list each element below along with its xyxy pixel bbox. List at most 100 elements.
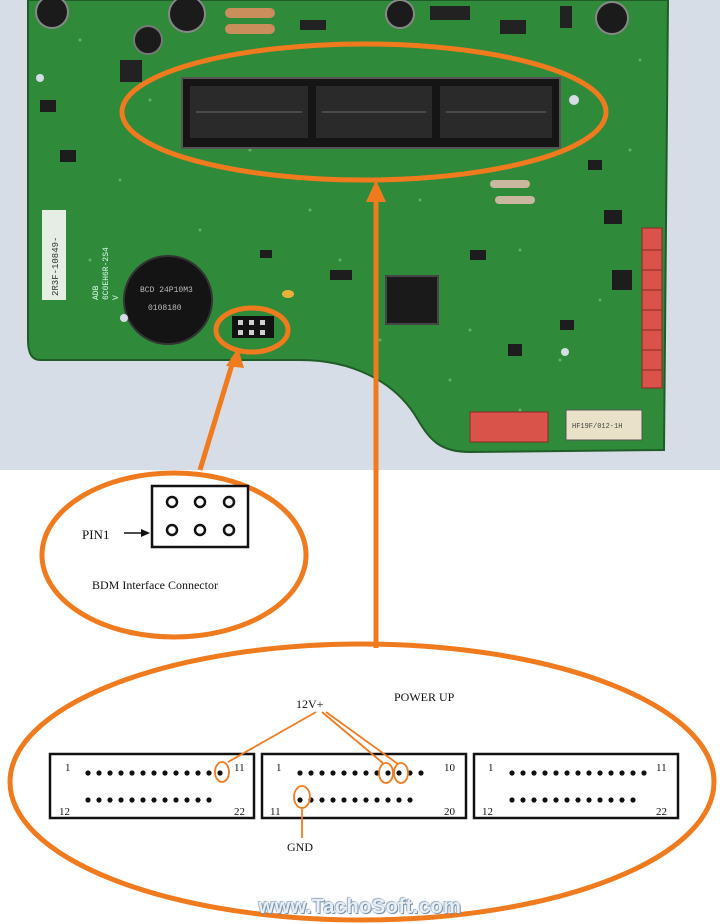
pin-dot (542, 797, 548, 803)
pin1-label: PIN1 (82, 527, 110, 542)
highlight-ellipse-bdm (213, 305, 291, 355)
pin-dot (385, 770, 391, 776)
bdm-header-photo (232, 316, 274, 338)
pin-dot (297, 770, 303, 776)
pin-dot (564, 797, 570, 803)
pin-dot (542, 770, 548, 776)
pin-dot (396, 770, 402, 776)
pin-dot (641, 770, 647, 776)
left-pin-12: 12 (59, 806, 70, 818)
gnd-label: GND (287, 840, 313, 854)
arrow-line-bdm (197, 357, 237, 471)
pin-dot (140, 797, 146, 803)
pin-dot (173, 770, 179, 776)
pin-dot (374, 797, 380, 803)
capacitor (595, 1, 629, 35)
highlight-ellipse-main-connector (119, 41, 609, 183)
pin-dot (564, 770, 570, 776)
pin-dot (297, 797, 303, 803)
pin-dot (352, 797, 358, 803)
pin-dot (319, 797, 325, 803)
pin-dot (619, 770, 625, 776)
svg-text:2R3F-10849-: 2R3F-10849- (51, 237, 61, 296)
pin-dot (162, 770, 168, 776)
pin-dot (363, 797, 369, 803)
pin-dot (184, 797, 190, 803)
pin-dot (531, 797, 537, 803)
bdm-connector-box (150, 484, 250, 549)
middle-pin-10: 10 (444, 762, 455, 774)
power-detail-ellipse (7, 641, 717, 923)
pin-dot (107, 797, 113, 803)
pin-dot (597, 797, 603, 803)
pin-dot (151, 797, 157, 803)
svg-text:0108180: 0108180 (148, 304, 182, 313)
pin-dot (396, 797, 402, 803)
pin-dot (140, 770, 146, 776)
pin-dot (586, 797, 592, 803)
watermark: www.TachoSoft.com (258, 896, 462, 918)
pin-dot (619, 797, 625, 803)
pin-dot (330, 797, 336, 803)
pin-dot (608, 797, 614, 803)
right-pin-12: 12 (482, 806, 493, 818)
svg-text:V: V (112, 295, 121, 300)
pin-dot (418, 770, 424, 776)
left-pin-22: 22 (234, 806, 245, 818)
capacitor (35, 0, 69, 29)
bdm-caption: BDM Interface Connector (92, 578, 218, 592)
pin-dot (96, 797, 102, 803)
pin-dot (553, 770, 559, 776)
pin-dot (597, 770, 603, 776)
pin-dot (553, 797, 559, 803)
pin-dot (531, 770, 537, 776)
pin-dot (162, 797, 168, 803)
pin-dot (85, 797, 91, 803)
pin-dot (173, 797, 179, 803)
middle-pin-1: 1 (276, 762, 282, 774)
pin-dot (520, 770, 526, 776)
pin-dot (341, 797, 347, 803)
pin-dot (319, 770, 325, 776)
relay (565, 409, 643, 441)
pin-dot (206, 770, 212, 776)
pin-dot (195, 770, 201, 776)
pin-dot (630, 770, 636, 776)
connector-middle (260, 752, 468, 820)
pin-dot (206, 797, 212, 803)
arrow-head-up-icon (366, 180, 386, 202)
pin-dot (341, 770, 347, 776)
svg-text:BCD 24P10M3: BCD 24P10M3 (140, 286, 193, 295)
pin-dot (107, 770, 113, 776)
pin-dot (96, 770, 102, 776)
pin-dot (385, 797, 391, 803)
capacitor (133, 25, 163, 55)
pin-dot (184, 770, 190, 776)
middle-pin-20: 20 (444, 806, 455, 818)
capacitor (385, 0, 415, 29)
silkscreen-label: 2R3F-10849- (42, 210, 66, 300)
pin-dot (407, 797, 413, 803)
buzzer (123, 255, 213, 345)
v12-label: 12V+ (296, 697, 324, 711)
pin-dot (608, 770, 614, 776)
pin-dot (509, 797, 515, 803)
right-pin-1: 1 (488, 762, 494, 774)
pin-dot (308, 770, 314, 776)
capacitor (168, 0, 206, 33)
svg-text:ADB: ADB (92, 285, 101, 300)
left-pin-11: 11 (234, 762, 245, 774)
pin-dot (129, 770, 135, 776)
pin-dot (509, 770, 515, 776)
connector-right (472, 752, 680, 820)
pcb-photo: 2R3F-10849- ADB 6C0EH6R-2S4 V BCD 24P10M… (0, 0, 720, 470)
pin-dot (85, 770, 91, 776)
pin-dot (363, 770, 369, 776)
power-up-label: POWER UP (394, 690, 455, 704)
middle-pin-11: 11 (270, 806, 281, 818)
pin-dot (129, 797, 135, 803)
pin-dot (217, 770, 223, 776)
left-pin-1: 1 (65, 762, 71, 774)
right-pin-22: 22 (656, 806, 667, 818)
